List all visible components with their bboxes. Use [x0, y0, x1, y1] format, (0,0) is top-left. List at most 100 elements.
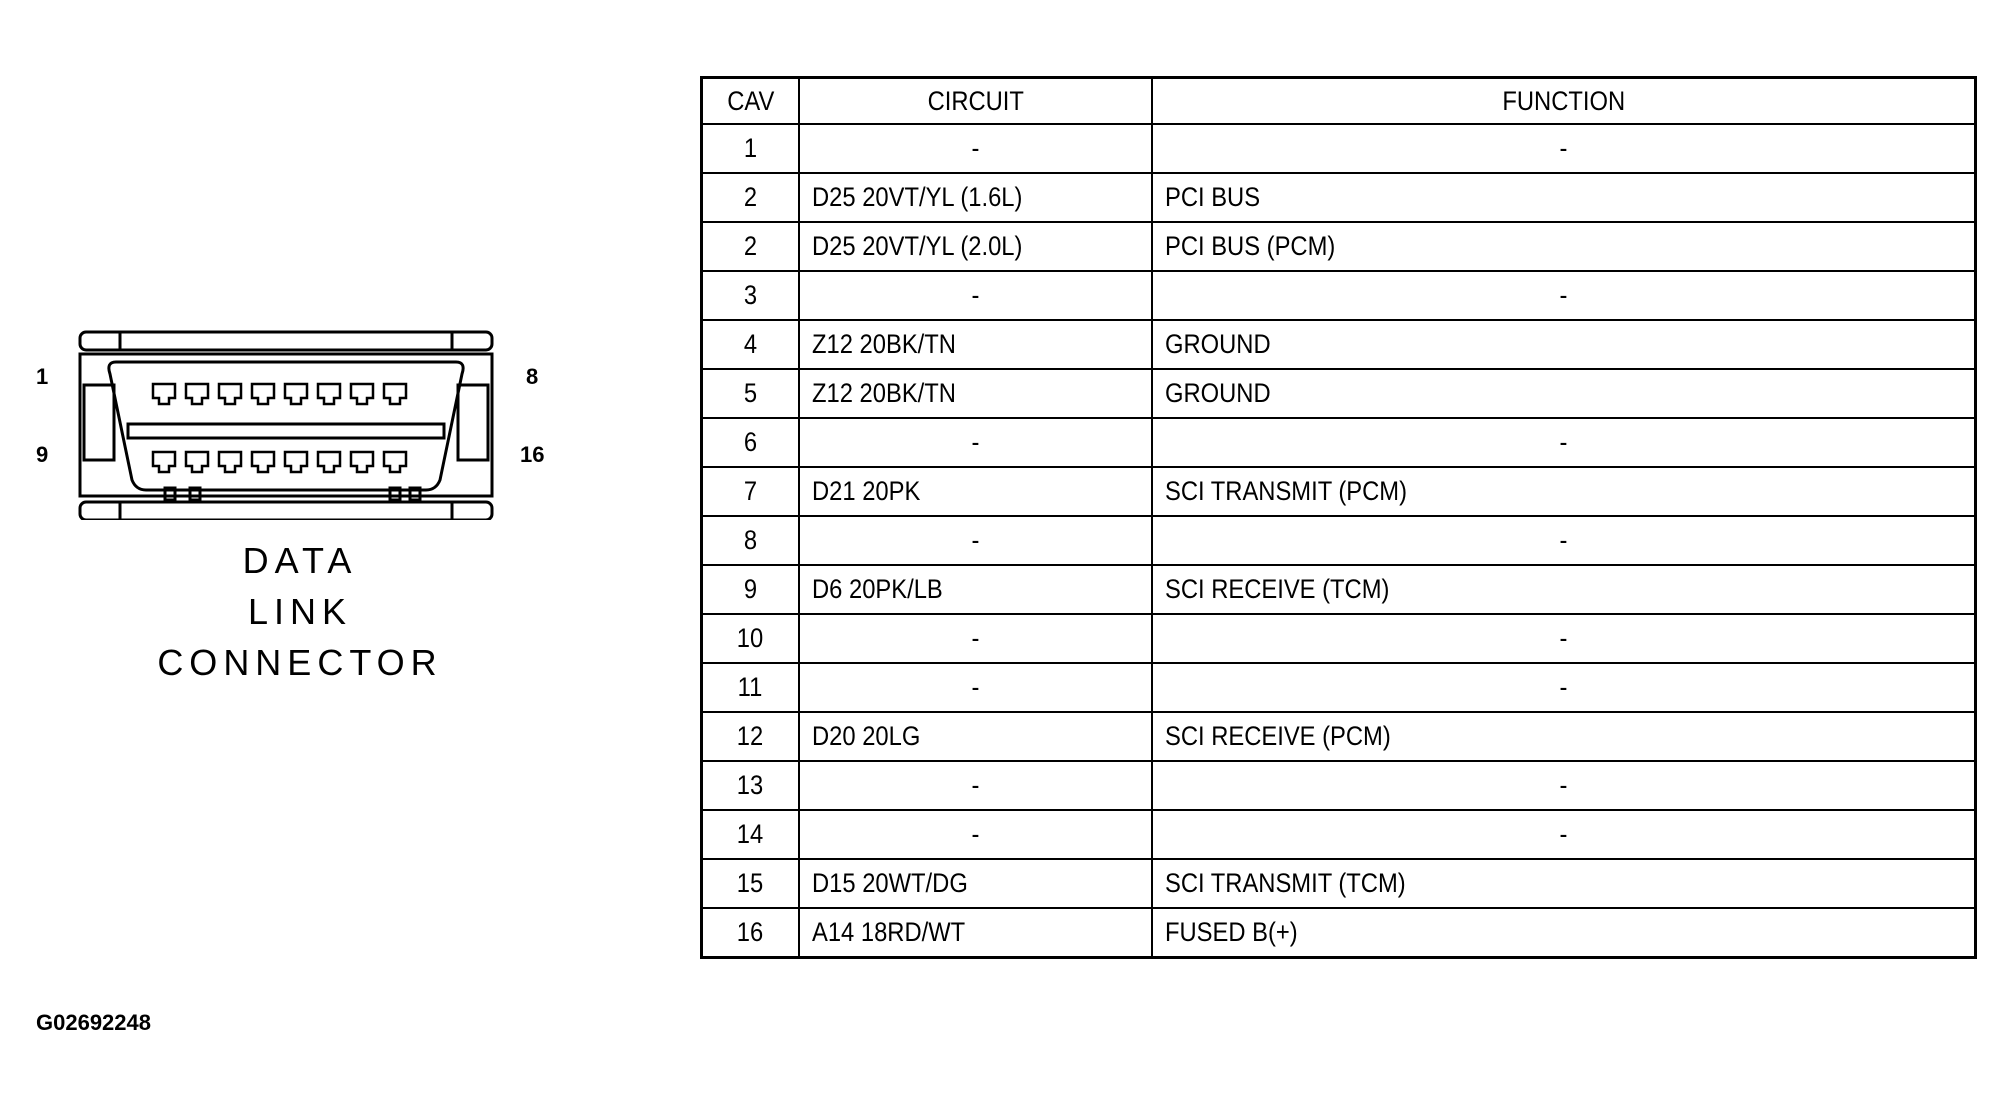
- cell-function: SCI RECEIVE (TCM): [1151, 564, 1977, 615]
- cell-function: PCI BUS: [1151, 172, 1977, 223]
- cell-function: SCI TRANSMIT (TCM): [1151, 858, 1977, 909]
- pin-label-1: 1: [36, 364, 49, 389]
- connector-pin: [349, 382, 375, 406]
- cell-cav: 10: [700, 613, 800, 664]
- connector-pin: [184, 450, 210, 474]
- connector-pin: [382, 382, 408, 406]
- cell-cav: 11: [700, 662, 800, 713]
- cell-function: -: [1151, 809, 1977, 860]
- connector-body: [78, 352, 494, 498]
- cell-circuit: D25 20VT/YL (2.0L): [798, 221, 1153, 272]
- cell-cav: 3: [700, 270, 800, 321]
- connector-pin: [250, 450, 276, 474]
- connector-left-ear: [82, 383, 116, 462]
- table-row: 8--: [700, 515, 1977, 566]
- cell-function: -: [1151, 515, 1977, 566]
- cell-circuit: D25 20VT/YL (1.6L): [798, 172, 1153, 223]
- cell-function: -: [1151, 613, 1977, 664]
- cell-cav: 9: [700, 564, 800, 615]
- connector-pin: [316, 382, 342, 406]
- cell-circuit: -: [798, 809, 1153, 860]
- cell-circuit: -: [798, 760, 1153, 811]
- cell-function: -: [1151, 417, 1977, 468]
- cell-circuit: Z12 20BK/TN: [798, 319, 1153, 370]
- cell-cav: 2: [700, 172, 800, 223]
- cell-cav: 14: [700, 809, 800, 860]
- connector-pin: [250, 382, 276, 406]
- table-row: 13--: [700, 760, 1977, 811]
- connector-pin: [184, 382, 210, 406]
- pin-label-9: 9: [36, 442, 49, 467]
- connector-pin: [217, 382, 243, 406]
- data-link-connector-diagram: 1 8 9 16: [30, 320, 590, 522]
- cell-cav: 8: [700, 515, 800, 566]
- connector-bottom-flange: [78, 500, 494, 522]
- cell-function: -: [1151, 662, 1977, 713]
- pin-label-8: 8: [526, 364, 539, 389]
- cell-cav: 4: [700, 319, 800, 370]
- connector-title-line-1: DATA: [242, 540, 358, 581]
- cell-function: GROUND: [1151, 319, 1977, 370]
- connector-pin: [382, 450, 408, 474]
- connector-pin: [283, 450, 309, 474]
- connector-pin: [316, 450, 342, 474]
- cell-cav: 15: [700, 858, 800, 909]
- cell-function: -: [1151, 270, 1977, 321]
- pin-label-16: 16: [520, 442, 545, 467]
- table-header-row: CAV CIRCUIT FUNCTION: [700, 76, 1977, 125]
- cell-function: -: [1151, 760, 1977, 811]
- connector-top-flange: [78, 330, 494, 352]
- cell-function: SCI TRANSMIT (PCM): [1151, 466, 1977, 517]
- connector-title: DATA LINK CONNECTOR: [100, 535, 500, 688]
- header-function: FUNCTION: [1151, 76, 1977, 125]
- connector-key-bar: [126, 422, 446, 440]
- connector-pin: [349, 450, 375, 474]
- cell-circuit: D21 20PK: [798, 466, 1153, 517]
- cell-circuit: -: [798, 270, 1153, 321]
- connector-shell: [107, 360, 465, 492]
- cell-function: SCI RECEIVE (PCM): [1151, 711, 1977, 762]
- table-row: 1--: [700, 123, 1977, 174]
- cell-circuit: D15 20WT/DG: [798, 858, 1153, 909]
- connector-outline: [78, 330, 494, 522]
- cell-circuit: -: [798, 417, 1153, 468]
- connector-title-line-2: LINK: [247, 591, 353, 632]
- cell-circuit: Z12 20BK/TN: [798, 368, 1153, 419]
- connector-pin: [151, 450, 177, 474]
- cell-cav: 1: [700, 123, 800, 174]
- table-row: 11--: [700, 662, 1977, 713]
- connector-title-line-3: CONNECTOR: [157, 642, 443, 683]
- table-row: 14--: [700, 809, 1977, 860]
- cell-function: PCI BUS (PCM): [1151, 221, 1977, 272]
- figure-id: G02692248: [36, 1010, 151, 1035]
- cell-cav: 13: [700, 760, 800, 811]
- cell-function: FUSED B(+): [1151, 907, 1977, 959]
- cell-function: -: [1151, 123, 1977, 174]
- header-cav: CAV: [700, 76, 800, 125]
- cell-circuit: -: [798, 515, 1153, 566]
- cell-cav: 7: [700, 466, 800, 517]
- cell-cav: 16: [700, 907, 800, 959]
- table-row: 3--: [700, 270, 1977, 321]
- connector-pin: [151, 382, 177, 406]
- cell-cav: 5: [700, 368, 800, 419]
- cell-circuit: -: [798, 613, 1153, 664]
- cell-circuit: D20 20LG: [798, 711, 1153, 762]
- cell-cav: 12: [700, 711, 800, 762]
- cell-function: GROUND: [1151, 368, 1977, 419]
- cell-cav: 6: [700, 417, 800, 468]
- connector-pin: [283, 382, 309, 406]
- connector-right-ear: [456, 383, 490, 462]
- cell-circuit: -: [798, 123, 1153, 174]
- cell-circuit: A14 18RD/WT: [798, 907, 1153, 959]
